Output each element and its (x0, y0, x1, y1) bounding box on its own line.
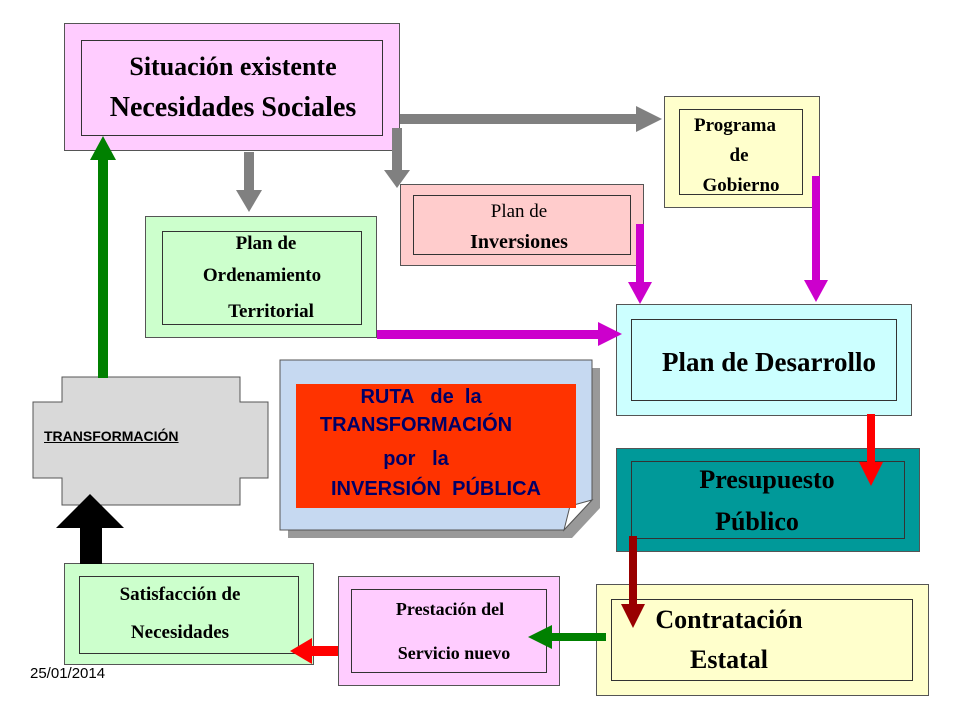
plan-desarrollo-label: Plan de Desarrollo (662, 347, 876, 377)
transformacion-shape (32, 376, 269, 506)
plan-ordenamiento-line1: Plan de (235, 233, 297, 254)
plan-inversiones-line1: Plan de (490, 201, 548, 222)
footer-date: 25/01/2014 (30, 665, 106, 682)
magenta-arrows (377, 176, 828, 346)
ruta-label-bg (296, 384, 576, 508)
presupuesto-line1: Presupuesto (699, 465, 835, 494)
plan-inversiones-line2: Inversiones (470, 231, 568, 253)
presupuesto-box: Presupuesto Público (616, 448, 920, 552)
green-arrows (90, 136, 606, 649)
situacion-existente-box: Situación existente Necesidades Sociales (64, 23, 400, 151)
satisfaccion-line1: Satisfacción de (119, 584, 241, 605)
prestacion-line2: Servicio nuevo (397, 643, 511, 663)
presupuesto-line2: Público (715, 507, 799, 536)
situacion-line2: Necesidades Sociales (109, 92, 357, 123)
ruta-line2: TRANSFORMACIÓN (319, 414, 513, 436)
prestacion-box: Prestación del Servicio nuevo (338, 576, 560, 686)
contratacion-line1: Contratación (655, 605, 803, 634)
contratacion-line2: Estatal (690, 645, 768, 674)
prestacion-line1: Prestación del (395, 599, 505, 619)
ruta-line1: RUTA de la (360, 386, 482, 408)
contratacion-box: Contratación Estatal (596, 584, 929, 696)
plan-ordenamiento-line3: Territorial (228, 301, 314, 322)
plan-ordenamiento-line2: Ordenamiento (202, 265, 322, 286)
ruta-line3: por la (383, 448, 449, 470)
plan-ordenamiento-box: Plan de Ordenamiento Territorial (145, 216, 377, 338)
satisfaccion-line2: Necesidades (130, 622, 230, 643)
programa-gobierno-box: Programa de Gobierno (664, 96, 820, 208)
programa-line1: Programa (694, 115, 776, 136)
plan-inversiones-box: Plan de Inversiones (400, 184, 644, 266)
gray-arrows (236, 106, 662, 212)
transformacion-label: TRANSFORMACIÓN (44, 428, 179, 444)
programa-line2: de (729, 145, 749, 166)
red-arrows (290, 414, 883, 664)
plan-desarrollo-box: Plan de Desarrollo (616, 304, 912, 416)
satisfaccion-box: Satisfacción de Necesidades (64, 563, 314, 665)
ruta-line4: INVERSIÓN PÚBLICA (330, 478, 542, 500)
black-arrow (56, 494, 124, 564)
situacion-line1: Situación existente (129, 52, 337, 81)
programa-line3: Gobierno (702, 175, 780, 196)
